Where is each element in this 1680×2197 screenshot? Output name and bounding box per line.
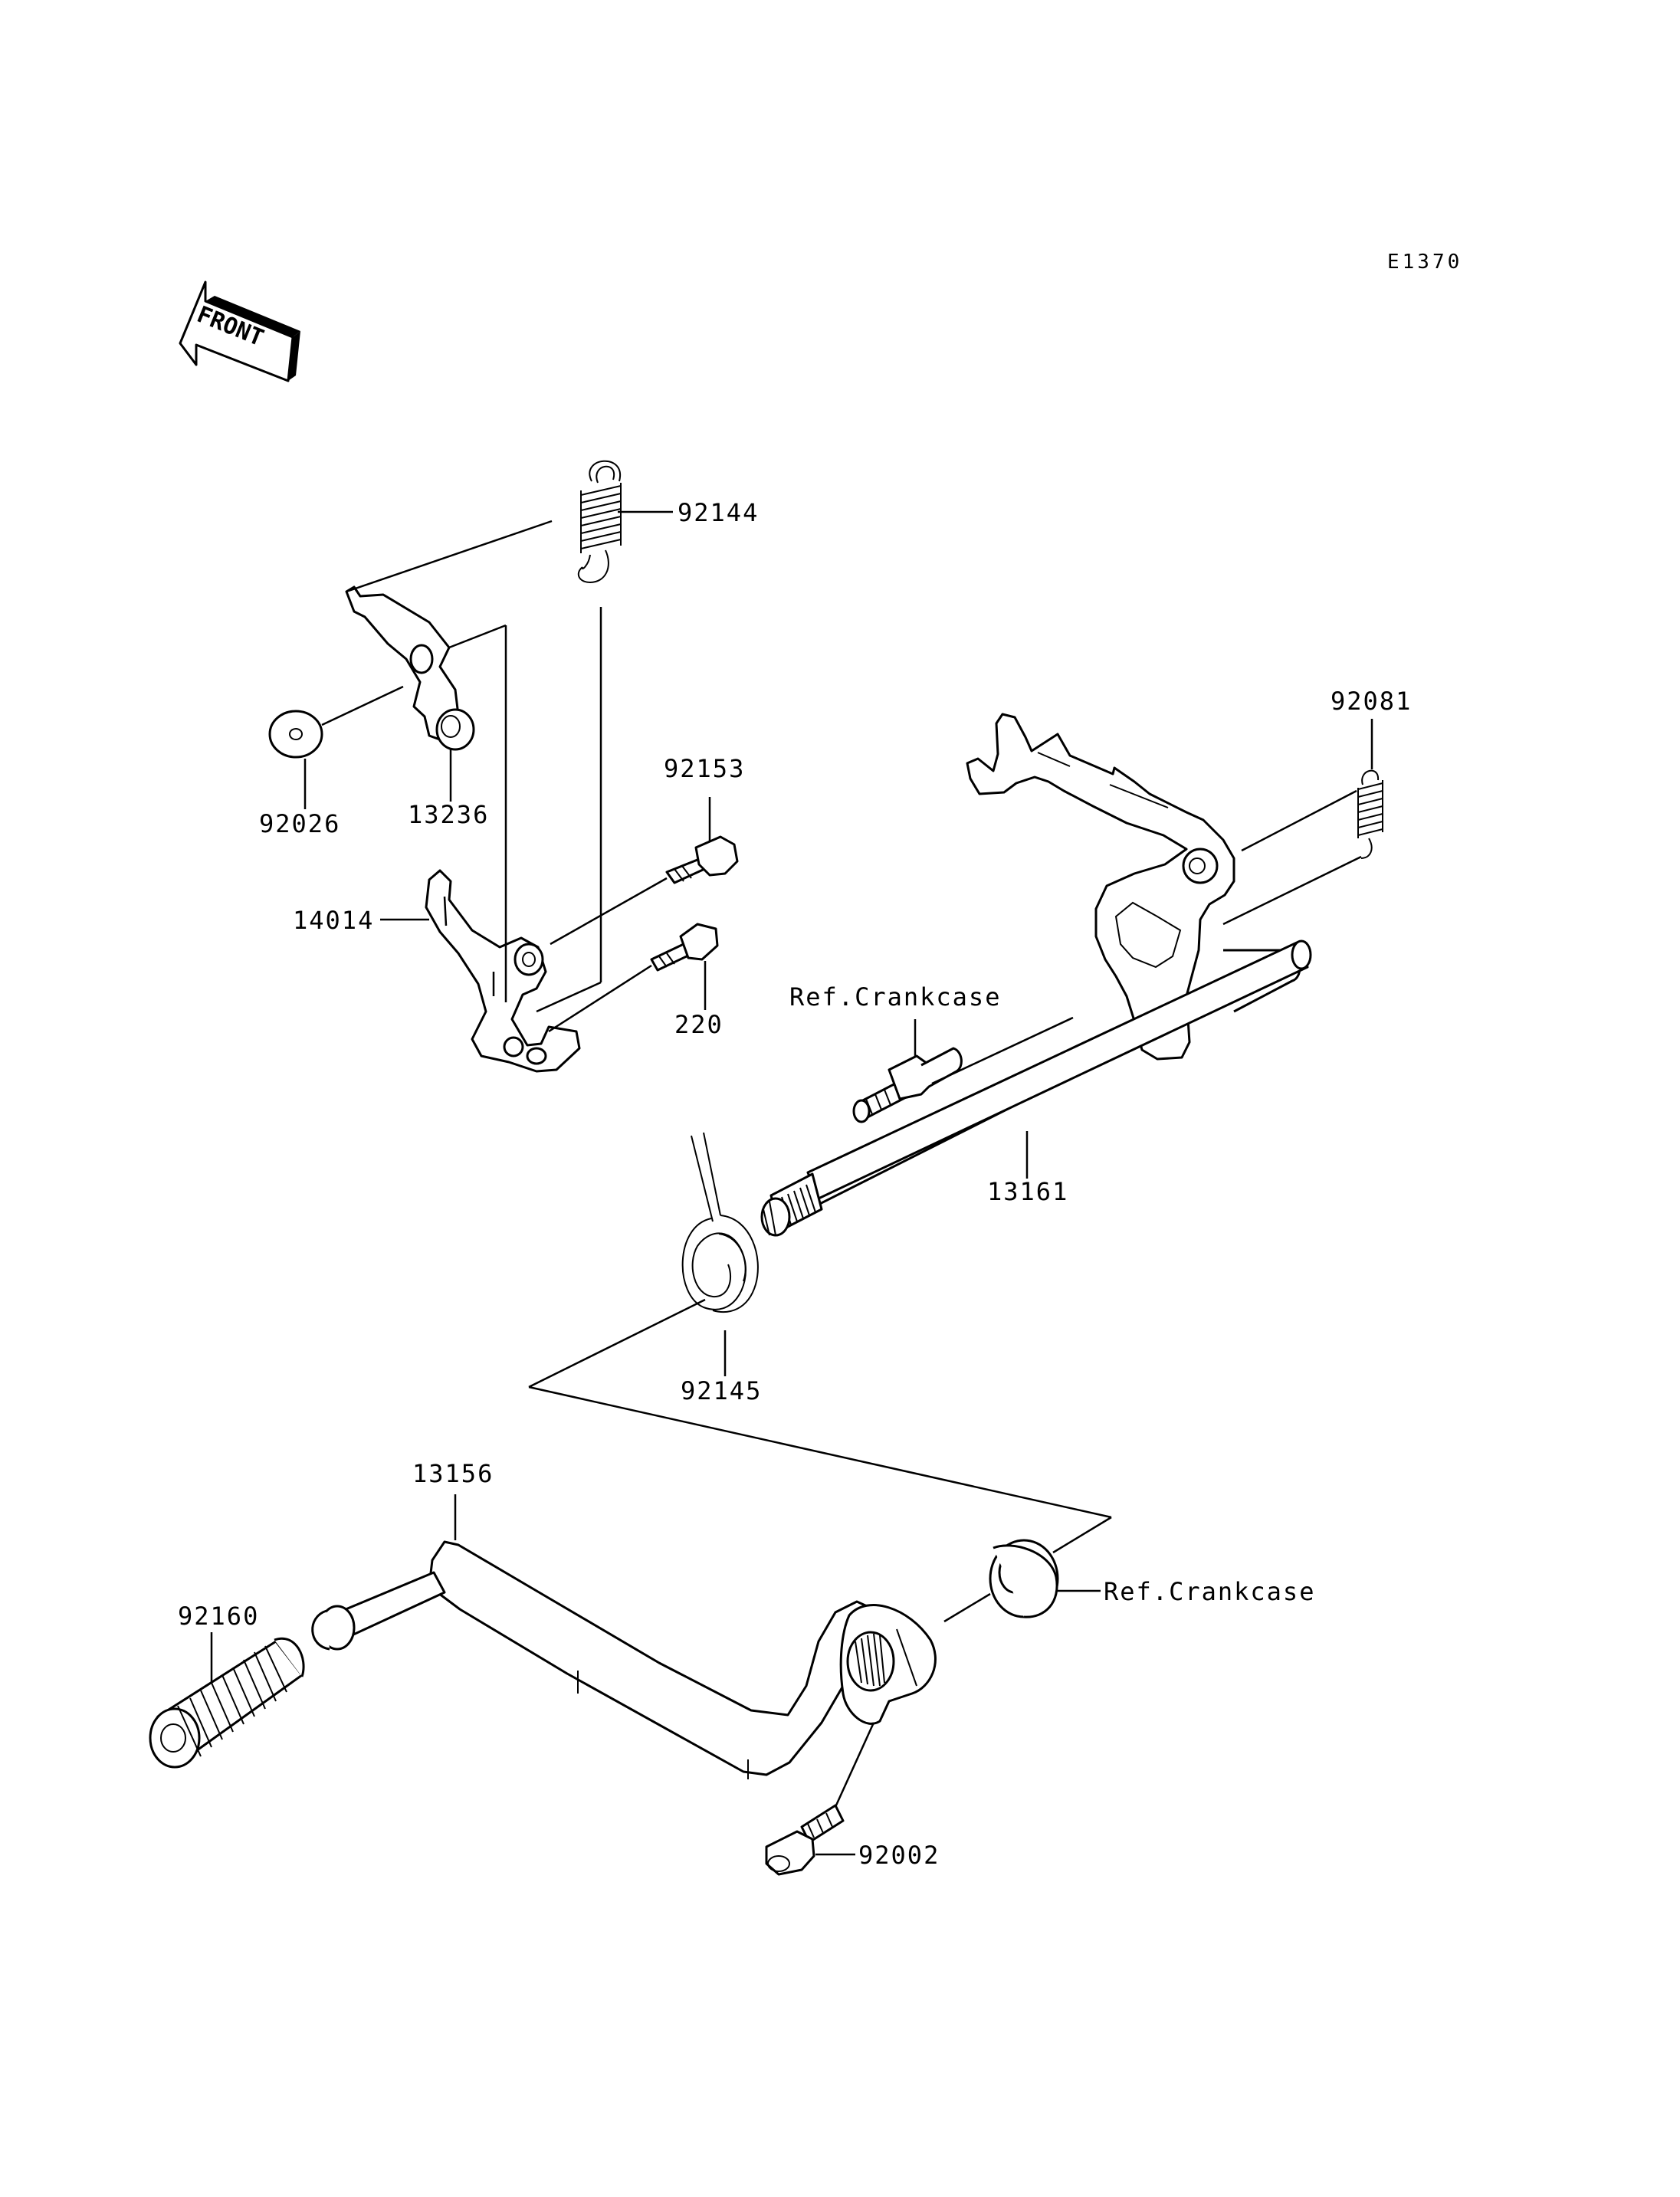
- callout-92144: 92144: [678, 498, 759, 527]
- callout-ref-crankcase-top: Ref.Crankcase: [789, 982, 1001, 1012]
- callout-92002: 92002: [858, 1841, 940, 1870]
- callout-13156: 13156: [412, 1459, 494, 1488]
- callout-14014: 14014: [293, 906, 374, 935]
- diagram-code: E1370: [1387, 251, 1462, 274]
- callout-92160: 92160: [178, 1602, 259, 1631]
- shift-lever-assembly: [268, 460, 739, 1073]
- callout-92145: 92145: [681, 1376, 762, 1405]
- callout-ref-crankcase-bottom: Ref.Crankcase: [1104, 1577, 1315, 1606]
- shift-pedal-assembly: [149, 1539, 1059, 1876]
- callout-220: 220: [674, 1010, 724, 1039]
- leader-lines: [210, 510, 1373, 1856]
- callout-92081: 92081: [1331, 687, 1412, 716]
- callout-92153: 92153: [664, 754, 745, 783]
- callout-13236: 13236: [408, 800, 489, 829]
- callout-92026: 92026: [259, 809, 340, 838]
- front-arrow-icon: FRONT: [179, 280, 300, 382]
- callout-13161: 13161: [987, 1177, 1068, 1206]
- shift-shaft-assembly: [528, 713, 1383, 1554]
